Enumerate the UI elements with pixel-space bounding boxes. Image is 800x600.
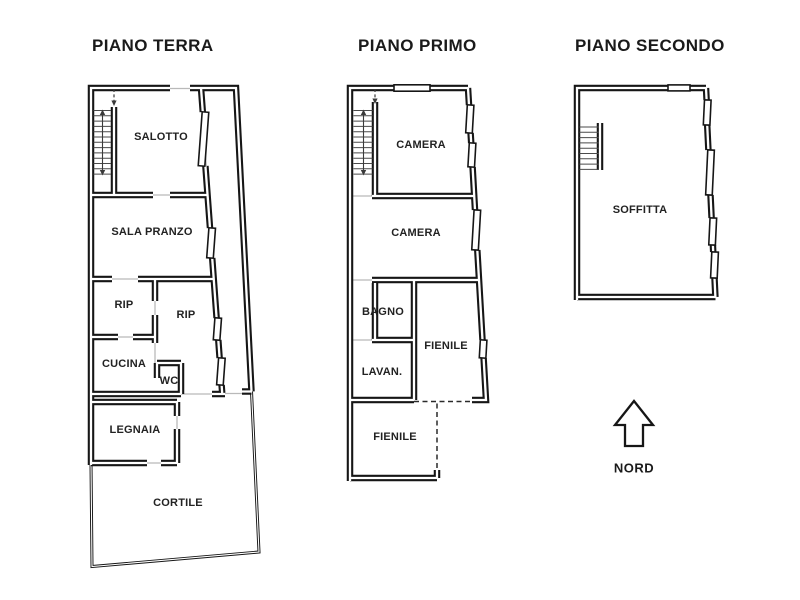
window [470, 208, 482, 252]
room-label-rip-1: RIP [114, 299, 134, 311]
floor-plan-secondo [577, 84, 720, 300]
window [205, 226, 217, 260]
window [464, 103, 475, 135]
north-label: NORD [613, 460, 655, 476]
north-arrow-icon [612, 399, 656, 448]
floor-title-terra: PIANO TERRA [92, 36, 214, 55]
window [212, 316, 223, 342]
window [709, 251, 720, 279]
room-label-cortile: CORTILE [153, 497, 203, 509]
room-label-camera-2: CAMERA [391, 227, 441, 239]
floor-title-secondo: PIANO SECONDO [575, 36, 725, 55]
walls-terra [91, 88, 252, 465]
staircase-icon [93, 89, 117, 176]
room-label-wc: WC [159, 375, 179, 387]
windows-secondo [667, 84, 720, 279]
windows-primo [393, 84, 488, 360]
window [707, 217, 718, 246]
window [702, 99, 712, 126]
room-label-soffitta: SOFFITTA [612, 204, 668, 216]
floor-title-primo: PIANO PRIMO [358, 36, 477, 55]
window [667, 84, 691, 92]
staircase-icon [353, 89, 378, 176]
room-label-salotto: SALOTTO [134, 131, 188, 143]
window [215, 356, 227, 387]
room-label-legnaia: LEGNAIA [109, 424, 161, 436]
room-label-bagno: BAGNO [362, 306, 404, 318]
staircase-icon [579, 126, 599, 170]
room-label-lavan: LAVAN. [361, 366, 403, 378]
cortile-boundary [89, 390, 261, 568]
floor-plan-terra [89, 88, 261, 568]
window [704, 149, 716, 196]
floor-plan-primo [350, 84, 488, 481]
room-label-fienile-1: FIENILE [424, 340, 468, 352]
window [197, 110, 210, 168]
room-label-rip-2: RIP [176, 309, 196, 321]
window [478, 338, 488, 360]
walls-secondo [577, 88, 716, 300]
window [393, 84, 431, 93]
window [467, 141, 477, 169]
windows-terra [197, 110, 227, 387]
room-label-camera-1: CAMERA [396, 139, 446, 151]
room-label-sala-pranzo: SALA PRANZO [111, 226, 193, 238]
openings-dashed [414, 400, 470, 471]
room-label-cucina: CUCINA [102, 358, 146, 370]
room-label-fienile-2: FIENILE [373, 431, 417, 443]
